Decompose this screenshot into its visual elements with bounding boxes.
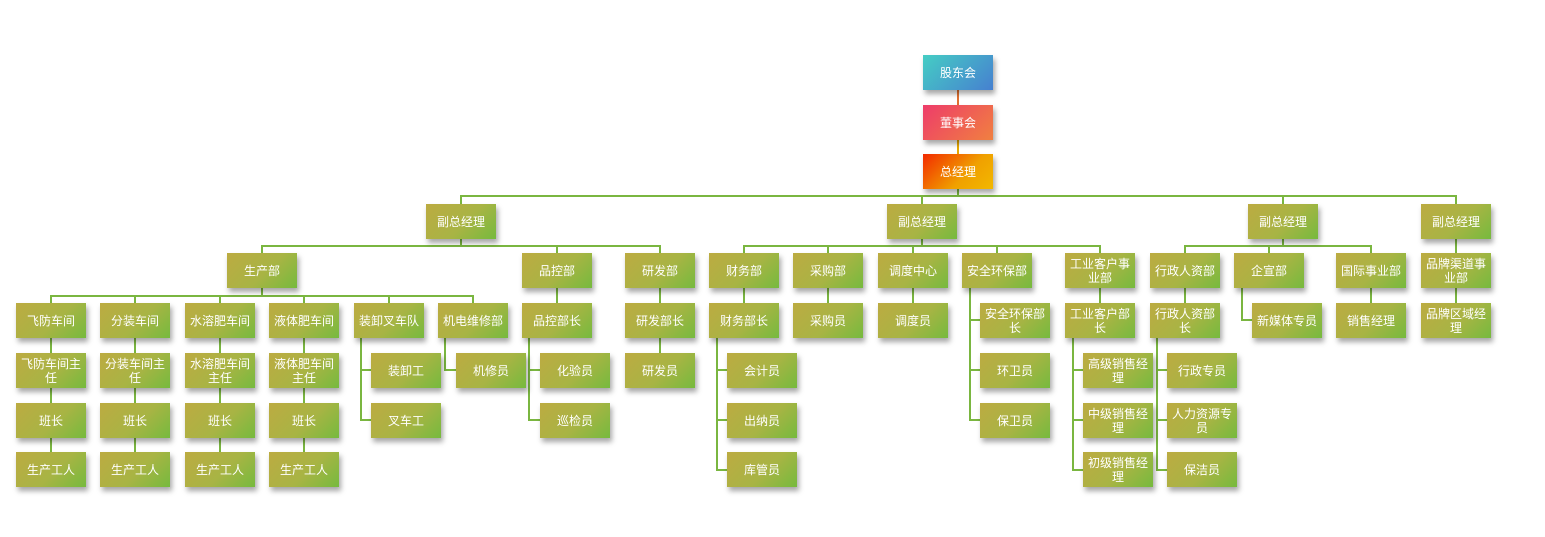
node-industrial-staff[interactable]: 中级销售经理 [1083,403,1153,438]
node-vp-3[interactable]: 副总经理 [1248,204,1318,239]
node-general-manager[interactable]: 总经理 [923,154,993,189]
node-dispatch-staff[interactable]: 调度员 [878,303,948,338]
node-finance-staff[interactable]: 库管员 [727,452,797,487]
node-workshop-head[interactable]: 分装车间主任 [100,353,170,388]
node-qc-head[interactable]: 品控部长 [522,303,592,338]
node-production[interactable]: 生产部 [227,253,297,288]
node-finance-staff[interactable]: 会计员 [727,353,797,388]
node-loader[interactable]: 装卸工 [371,353,441,388]
node-intl[interactable]: 国际事业部 [1336,253,1406,288]
node-vp-2[interactable]: 副总经理 [887,204,957,239]
node-worker[interactable]: 生产工人 [100,452,170,487]
node-mechanic[interactable]: 机修员 [456,353,526,388]
node-board[interactable]: 董事会 [923,105,993,140]
node-vp-4[interactable]: 副总经理 [1421,204,1491,239]
node-purchase[interactable]: 采购部 [793,253,863,288]
node-forklift[interactable]: 叉车工 [371,403,441,438]
node-finance-head[interactable]: 财务部长 [709,303,779,338]
node-workshop-head[interactable]: 液体肥车间主任 [269,353,339,388]
node-qc-staff[interactable]: 化验员 [540,353,610,388]
node-vp-1[interactable]: 副总经理 [426,204,496,239]
node-finance[interactable]: 财务部 [709,253,779,288]
node-purchase-staff[interactable]: 采购员 [793,303,863,338]
node-workshop[interactable]: 液体肥车间 [269,303,339,338]
node-workshop[interactable]: 水溶肥车间 [185,303,255,338]
node-rd-staff[interactable]: 研发员 [625,353,695,388]
node-workshop[interactable]: 分装车间 [100,303,170,338]
node-industrial-head[interactable]: 工业客户部长 [1065,303,1135,338]
node-loading-team[interactable]: 装卸叉车队 [354,303,424,338]
node-workshop[interactable]: 飞防车间 [16,303,86,338]
node-worker[interactable]: 生产工人 [16,452,86,487]
node-pr-staff[interactable]: 新媒体专员 [1252,303,1322,338]
node-admin-staff[interactable]: 保洁员 [1167,452,1237,487]
node-team-lead[interactable]: 班长 [100,403,170,438]
node-admin-head[interactable]: 行政人资部长 [1150,303,1220,338]
node-rd-head[interactable]: 研发部长 [625,303,695,338]
node-industrial-staff[interactable]: 高级销售经理 [1083,353,1153,388]
node-safety[interactable]: 安全环保部 [962,253,1032,288]
node-brand[interactable]: 品牌渠道事业部 [1421,253,1491,288]
node-rd[interactable]: 研发部 [625,253,695,288]
node-team-lead[interactable]: 班长 [269,403,339,438]
node-qc-staff[interactable]: 巡检员 [540,403,610,438]
node-worker[interactable]: 生产工人 [269,452,339,487]
node-workshop-head[interactable]: 飞防车间主任 [16,353,86,388]
node-safety-staff[interactable]: 保卫员 [980,403,1050,438]
node-pr[interactable]: 企宣部 [1234,253,1304,288]
node-industrial-staff[interactable]: 初级销售经理 [1083,452,1153,487]
node-finance-staff[interactable]: 出纳员 [727,403,797,438]
node-qc[interactable]: 品控部 [522,253,592,288]
node-intl-staff[interactable]: 销售经理 [1336,303,1406,338]
node-dispatch[interactable]: 调度中心 [878,253,948,288]
node-admin-staff[interactable]: 人力资源专员 [1167,403,1237,438]
node-workshop-head[interactable]: 水溶肥车间主任 [185,353,255,388]
node-team-lead[interactable]: 班长 [185,403,255,438]
node-admin[interactable]: 行政人资部 [1150,253,1220,288]
node-shareholders[interactable]: 股东会 [923,55,993,90]
node-maintenance[interactable]: 机电维修部 [438,303,508,338]
node-worker[interactable]: 生产工人 [185,452,255,487]
node-brand-staff[interactable]: 品牌区域经理 [1421,303,1491,338]
node-safety-staff[interactable]: 环卫员 [980,353,1050,388]
node-safety-staff[interactable]: 安全环保部长 [980,303,1050,338]
node-industrial[interactable]: 工业客户事业部 [1065,253,1135,288]
node-admin-staff[interactable]: 行政专员 [1167,353,1237,388]
node-team-lead[interactable]: 班长 [16,403,86,438]
